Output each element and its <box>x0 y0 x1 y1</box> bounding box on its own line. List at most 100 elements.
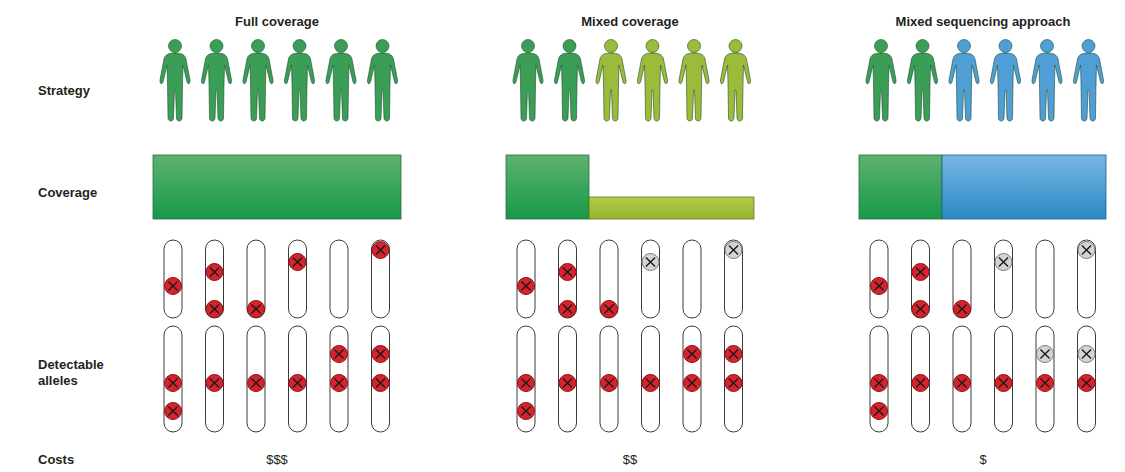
detected-allele <box>559 264 576 281</box>
chromosomes <box>164 240 1096 432</box>
allele-cross <box>334 349 343 358</box>
person-icon <box>326 40 356 122</box>
chromosome-arm <box>330 326 348 432</box>
detected-allele <box>331 346 348 363</box>
chromosome-arm <box>683 240 701 318</box>
allele-cross <box>376 349 385 358</box>
chromosome-arm <box>206 326 224 432</box>
detected-allele <box>518 278 535 295</box>
detected-allele <box>372 346 389 363</box>
allele-cross <box>376 378 385 387</box>
allele-cross <box>521 281 530 290</box>
person-icon <box>554 40 584 122</box>
allele-cross <box>563 304 572 313</box>
allele-cross <box>1082 378 1091 387</box>
person-icon <box>679 40 709 122</box>
chromosome-arm <box>289 326 307 432</box>
chromosome-arm <box>164 240 182 318</box>
chromosome-arm <box>683 326 701 432</box>
detected-allele <box>372 242 389 259</box>
chromosome-arm <box>372 326 390 432</box>
allele-cross <box>293 378 302 387</box>
detected-allele <box>206 301 223 318</box>
chromosome-arm <box>247 240 265 318</box>
row-label: Detectable alleles <box>38 357 118 389</box>
detected-allele <box>601 301 618 318</box>
detected-allele <box>248 301 265 318</box>
chromosome-arm <box>1078 326 1096 432</box>
allele-cross <box>687 378 696 387</box>
detected-allele <box>518 375 535 392</box>
chromosome-arm <box>206 240 224 318</box>
detected-allele <box>165 403 182 420</box>
allele-cross <box>916 378 925 387</box>
detected-allele <box>248 375 265 392</box>
allele-cross <box>916 267 925 276</box>
allele-cross <box>604 304 613 313</box>
column-title: Mixed sequencing approach <box>896 14 1071 30</box>
person-icon <box>720 40 750 122</box>
allele-cross <box>874 406 883 415</box>
allele-cross <box>957 304 966 313</box>
individuals <box>160 40 1104 122</box>
detected-allele <box>331 375 348 392</box>
chromosome-arm <box>1036 326 1054 432</box>
allele-cross <box>210 267 219 276</box>
chromosome-arm <box>1078 240 1096 318</box>
person-icon <box>160 40 190 122</box>
person-icon <box>596 40 626 122</box>
detected-allele <box>165 278 182 295</box>
allele-cross <box>563 267 572 276</box>
detected-allele <box>954 301 971 318</box>
chromosome-arm <box>517 240 535 318</box>
person-icon <box>1032 40 1062 122</box>
allele-cross <box>729 378 738 387</box>
detected-allele <box>725 375 742 392</box>
allele-cross <box>1082 245 1091 254</box>
missed-allele <box>1078 242 1095 259</box>
allele-cross <box>1040 378 1049 387</box>
missed-allele <box>642 254 659 271</box>
person-icon <box>637 40 667 122</box>
missed-allele <box>725 242 742 259</box>
chromosome-arm <box>642 326 660 432</box>
chromosome-arm <box>372 240 390 318</box>
allele-cross <box>874 281 883 290</box>
chromosome-arm <box>289 240 307 318</box>
allele-cross <box>687 349 696 358</box>
detected-allele <box>289 375 306 392</box>
detected-allele <box>559 375 576 392</box>
detected-allele <box>1078 375 1095 392</box>
chromosome-arm <box>725 240 743 318</box>
allele-cross <box>874 378 883 387</box>
chromosome-arm <box>600 326 618 432</box>
allele-cross <box>210 378 219 387</box>
detected-allele <box>995 375 1012 392</box>
person-icon <box>866 40 896 122</box>
allele-cross <box>251 304 260 313</box>
row-label: Coverage <box>38 185 97 201</box>
person-icon <box>367 40 397 122</box>
missed-allele <box>1037 346 1054 363</box>
allele-cross <box>1040 349 1049 358</box>
detected-allele <box>954 375 971 392</box>
allele-cross <box>729 349 738 358</box>
detected-allele <box>518 403 535 420</box>
person-icon <box>907 40 937 122</box>
chromosome-arm <box>870 240 888 318</box>
detected-allele <box>1037 375 1054 392</box>
allele-cross <box>293 257 302 266</box>
person-icon <box>243 40 273 122</box>
chromosome-arm <box>247 326 265 432</box>
detected-allele <box>642 375 659 392</box>
allele-cross <box>521 378 530 387</box>
allele-cross <box>521 406 530 415</box>
chromosome-arm <box>164 326 182 432</box>
chromosome-arm <box>995 240 1013 318</box>
chromosome-arm <box>953 240 971 318</box>
detected-allele <box>206 264 223 281</box>
allele-cross <box>210 304 219 313</box>
row-label: Costs <box>38 452 74 468</box>
chromosome-arm <box>725 326 743 432</box>
chromosome-arm <box>642 240 660 318</box>
